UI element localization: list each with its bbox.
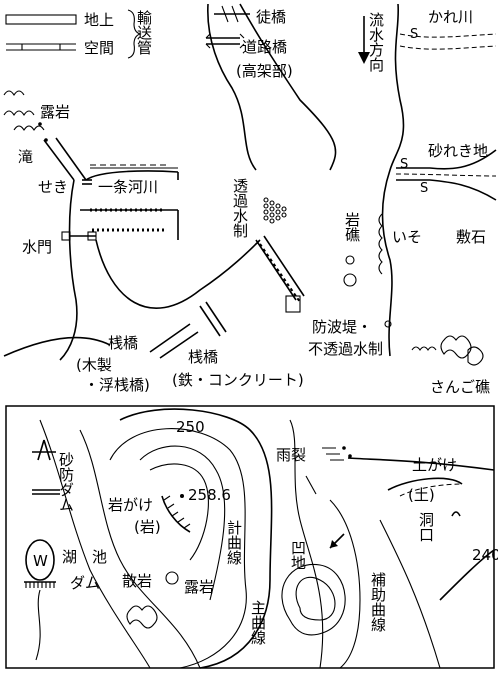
coral-symbols xyxy=(440,335,484,366)
dam-outflow xyxy=(35,589,41,661)
label-rocky-shore: いそ xyxy=(392,228,422,246)
cave-symbol xyxy=(451,511,461,517)
river-upper-right xyxy=(239,3,337,171)
elevation-point xyxy=(180,494,184,498)
right-bank xyxy=(381,3,405,357)
label-river-name: 一条河川 xyxy=(98,178,158,196)
dry-river-line xyxy=(399,33,497,38)
label-coral: さんご礁 xyxy=(430,378,490,396)
shoreline-lower xyxy=(3,336,111,357)
label-cave: 洞口 xyxy=(417,512,435,542)
label-rock-paren: (岩) xyxy=(134,518,161,536)
contour-250-label: 250 xyxy=(176,418,205,436)
label-permeable-groyne: 透過水制 xyxy=(231,178,249,238)
label-earth-cliff: 土がけ xyxy=(412,456,457,474)
lake-symbol xyxy=(25,539,55,581)
label-pier2: 桟橋 xyxy=(188,348,218,366)
rain-gully-symbol xyxy=(322,447,344,461)
svg-text:S: S xyxy=(400,157,408,172)
label-erosion-dam: 砂防ダム xyxy=(57,452,75,512)
label-reef: 岩礁 xyxy=(343,212,361,242)
reef-symbol xyxy=(343,273,357,287)
label-road-bridge: 道路橋 xyxy=(242,38,287,56)
waterfall-stream xyxy=(43,139,75,181)
contour-lines xyxy=(39,408,495,669)
label-rain-gully: 雨裂 xyxy=(276,446,306,464)
bottom-panel-frame xyxy=(5,405,495,669)
label-pond: 池 xyxy=(92,548,107,566)
exposed-rock-symbol xyxy=(165,571,179,585)
river-upper-left xyxy=(207,3,257,171)
road-bridge-symbol xyxy=(206,37,240,45)
earth-cliff-symbol xyxy=(387,477,463,491)
label-lake: 湖 xyxy=(62,548,77,566)
rocky-shore-symbols xyxy=(378,213,383,275)
label-dam: ダム xyxy=(70,574,100,592)
label-dry-river: かれ川 xyxy=(428,8,473,26)
label-breakwater-2: 不透過水制 xyxy=(308,340,383,358)
exposed-rock-symbols xyxy=(3,90,48,142)
label-earth-paren: (土) xyxy=(408,486,435,504)
gravel-channel xyxy=(396,149,497,170)
label-pier-floating: ・浮桟橋) xyxy=(84,376,150,394)
label-weir: せき xyxy=(38,178,68,196)
lake-lower-shore xyxy=(95,239,261,309)
label-depression: 凹地 xyxy=(289,540,307,570)
label-road-bridge-elevated: (高架部) xyxy=(236,62,293,80)
legend-transport-pipe: 輸送管 xyxy=(135,10,153,55)
lake-w-mark: W xyxy=(33,552,48,570)
label-cliff: 岩がけ xyxy=(108,496,153,514)
label-gravel-land: 砂れき地 xyxy=(428,142,488,160)
label-footbridge: 徒橋 xyxy=(256,8,286,26)
elevation-value: 258.6 xyxy=(188,486,231,504)
contour-240-label: 240 xyxy=(472,546,498,564)
pier-wood-symbol xyxy=(149,323,199,359)
top-panel: 地上 空間 輸送管 露岩 滝 一条河川 せき xyxy=(3,3,497,396)
label-flow-direction: 流水方向 xyxy=(367,12,385,72)
label-exposed-rock: 露岩 xyxy=(40,103,70,121)
label-pier-wood: (木製 xyxy=(76,356,112,374)
dry-river-s-mark: S xyxy=(410,27,418,42)
label-main-contour: 主曲線 xyxy=(249,600,267,645)
label-aux-contour: 補助曲線 xyxy=(369,572,387,632)
label-index-contour: 計曲線 xyxy=(225,520,243,565)
label-pier-iron: (鉄・コンクリート) xyxy=(172,371,304,389)
breakwater-symbol xyxy=(411,346,437,351)
label-breakwater-1: 防波堤・ xyxy=(312,318,372,336)
label-paving-stone: 敷石 xyxy=(456,228,486,246)
lake-left-shore xyxy=(59,179,78,361)
label-pier: 桟橋 xyxy=(108,334,138,352)
svg-text:S: S xyxy=(420,181,428,196)
legend-above-ground: 地上 xyxy=(84,11,114,29)
pier-iron-symbol xyxy=(255,235,305,301)
label-waterfall: 滝 xyxy=(18,148,33,166)
bottom-panel: 250 240 砂防ダム W 湖 池 ダム 岩がけ (岩) 258.6 露岩 散… xyxy=(24,408,498,669)
erosion-dam-symbol xyxy=(37,439,51,461)
label-scattered-rock: 散岩 xyxy=(122,572,152,590)
above-ground-pipe-symbol xyxy=(5,14,77,25)
permeable-groyne-dots xyxy=(263,197,287,224)
label-sluice-gate: 水門 xyxy=(22,238,52,256)
legend-underground: 空間 xyxy=(84,39,114,57)
label-exposed-rock-bottom: 露岩 xyxy=(184,578,214,596)
scattered-rock-symbol xyxy=(126,605,158,629)
legend-brace xyxy=(127,9,142,59)
